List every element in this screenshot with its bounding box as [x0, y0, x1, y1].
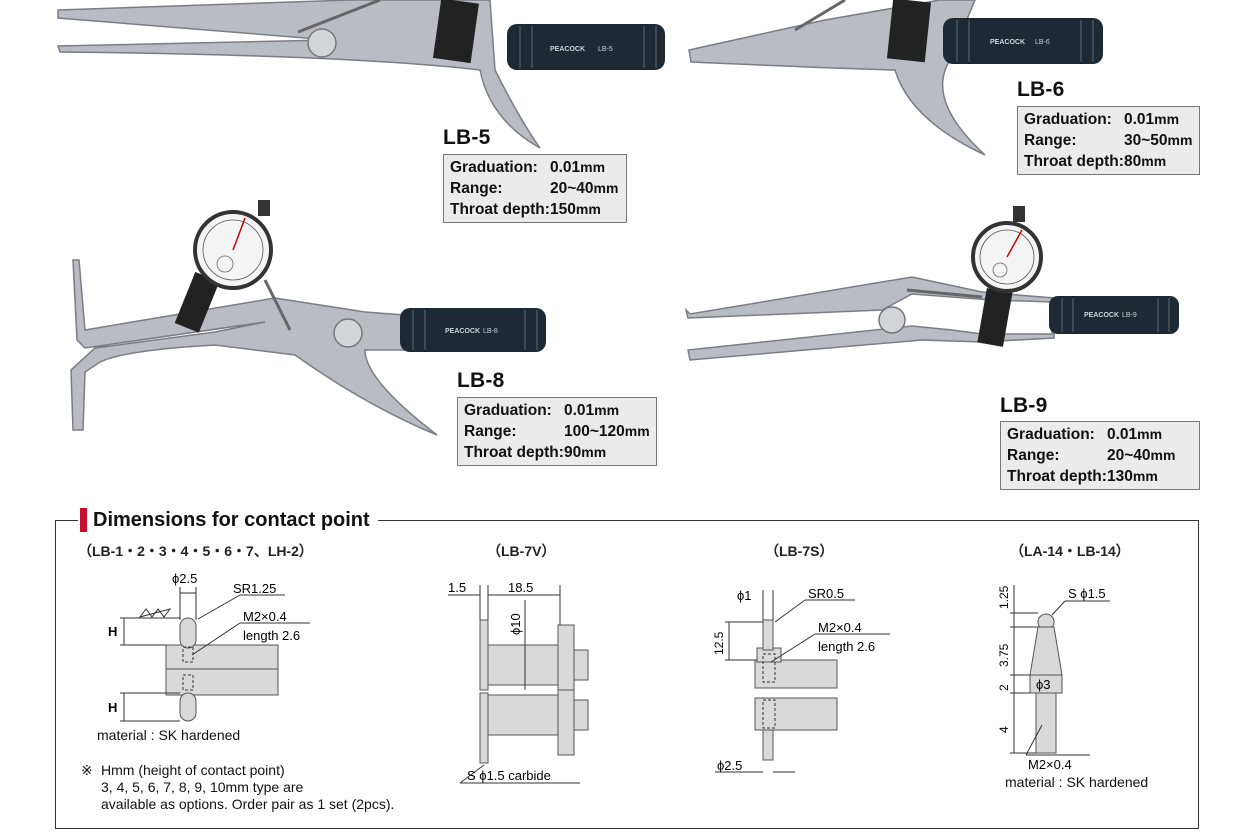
lb5-handle-brand: PEACOCK [550, 46, 585, 53]
group4-contact-diagram: 1.25 S ϕ1.5 3.75 2 ϕ3 4 M2×0.4 [997, 585, 1110, 772]
lb5-throat-value: 150 [550, 201, 576, 218]
lb9-range-value: 20~40 [1107, 447, 1151, 464]
lb5-gauge-illustration: PEACOCK LB-5 [56, 0, 665, 149]
lb6-graduation-value: 0.01 [1124, 111, 1155, 128]
group1-thread-label: M2×0.4 [243, 609, 287, 624]
lb5-range-value: 20~40 [550, 180, 594, 197]
group4-h4-label: 4 [997, 726, 1011, 733]
group4-s-label: S ϕ1.5 [1068, 586, 1106, 601]
lb9-throat-label: Throat depth: [1007, 468, 1107, 485]
lb9-range-label: Range: [1007, 447, 1060, 464]
dimensions-section-title: Dimensions for contact point [78, 507, 378, 533]
lb8-range-value: 100~120 [564, 423, 625, 440]
group2-b-label: 18.5 [508, 580, 533, 595]
lb6-handle-brand: PEACOCK [990, 39, 1025, 46]
group1-h-top-label: H [108, 624, 117, 639]
lb9-gauge-illustration: PEACOCK LB-9 [684, 206, 1179, 361]
lb6-range-value: 30~50 [1124, 132, 1168, 149]
group1-h-bottom-label: H [108, 700, 117, 715]
group3-dia2-label: ϕ2.5 [717, 758, 742, 773]
lb5-range-label: Range: [450, 180, 503, 197]
lb5-model-label: LB-5 [443, 126, 491, 149]
group2-tip-label: S ϕ1.5 carbide [467, 768, 551, 783]
lb5-range-unit: mm [593, 180, 619, 196]
lb6-throat-value: 80 [1124, 153, 1142, 170]
group1-sr-label: SR1.25 [233, 581, 276, 596]
group4-h1-label: 1.25 [997, 585, 1011, 609]
group4-h3-label: 2 [997, 684, 1011, 691]
group4-material: material : SK hardened [1005, 774, 1149, 790]
group1-material: material : SK hardened [97, 727, 241, 743]
group4-h2-label: 3.75 [997, 643, 1011, 667]
lb6-graduation-unit: mm [1154, 111, 1180, 127]
lb9-handle-model: LB-9 [1122, 312, 1137, 319]
group4-thread-label: M2×0.4 [1028, 757, 1072, 772]
lb5-graduation-label: Graduation: [450, 159, 538, 176]
lb8-model-label: LB-8 [457, 369, 505, 392]
group1-contact-diagram: ϕ2.5 SR1.25 M2×0.4 length 2.6 H H [108, 571, 310, 722]
group4-heading: （LA-14・LB-14） [1010, 543, 1130, 559]
lb8-range-unit: mm [624, 423, 650, 439]
lb8-throat-unit: mm [581, 444, 607, 460]
lb9-handle-brand: PEACOCK [1084, 312, 1119, 319]
lb6-model-label: LB-6 [1017, 78, 1065, 101]
section-accent-bar [80, 508, 87, 532]
lb9-throat-value: 130 [1107, 468, 1133, 485]
lb9-model-label: LB-9 [1000, 394, 1048, 417]
lb5-throat-label: Throat depth: [450, 201, 550, 218]
group1-heading: （LB-1・2・3・4・5・6・7、LH-2） [78, 543, 313, 559]
note-mark: ※ [81, 762, 93, 778]
lb9-throat-unit: mm [1132, 468, 1158, 484]
group3-thread-label: M2×0.4 [818, 620, 862, 635]
note-line-1: Hmm (height of contact point) [101, 762, 285, 778]
lb9-graduation-unit: mm [1137, 426, 1163, 442]
group3-h-label: 12.5 [712, 631, 726, 655]
lb8-graduation-unit: mm [594, 402, 620, 418]
group3-contact-diagram: ϕ1 SR0.5 M2×0.4 length 2.6 12.5 ϕ2.5 [712, 586, 890, 773]
lb6-range-label: Range: [1024, 132, 1077, 149]
lb6-gauge-illustration: PEACOCK LB-6 [688, 0, 1103, 156]
dimensions-section [55, 520, 1199, 829]
lb8-graduation-label: Graduation: [464, 402, 552, 419]
lb6-handle-model: LB-6 [1035, 39, 1050, 46]
dimensions-title-text: Dimensions for contact point [93, 508, 370, 531]
lb5-handle-model: LB-5 [598, 46, 613, 53]
lb9-graduation-value: 0.01 [1107, 426, 1138, 443]
group2-contact-diagram: 1.5 18.5 ϕ10 S ϕ1.5 carbide [448, 580, 589, 784]
group2-dia-label: ϕ10 [508, 613, 523, 635]
group2-heading: （LB-7V） [487, 543, 556, 559]
group1-length-label: length 2.6 [243, 628, 300, 643]
lb8-graduation-value: 0.01 [564, 402, 595, 419]
group3-length-label: length 2.6 [818, 639, 875, 654]
group3-sr-label: SR0.5 [808, 586, 844, 601]
note-line-3: available as options. Order pair as 1 se… [101, 796, 395, 812]
lb6-throat-label: Throat depth: [1024, 153, 1124, 170]
lb8-handle-model: LB-8 [483, 328, 498, 335]
lb6-graduation-label: Graduation: [1024, 111, 1112, 128]
group1-dia-label: ϕ2.5 [172, 571, 197, 586]
lb5-graduation-unit: mm [580, 159, 606, 175]
lb8-gauge-illustration: PEACOCK LB-8 [70, 200, 546, 436]
lb8-throat-label: Throat depth: [464, 444, 564, 461]
lb8-throat-value: 90 [564, 444, 582, 461]
lb6-throat-unit: mm [1141, 153, 1167, 169]
lb9-graduation-label: Graduation: [1007, 426, 1095, 443]
lb8-handle-brand: PEACOCK [445, 328, 480, 335]
lb5-graduation-value: 0.01 [550, 159, 581, 176]
lb5-throat-unit: mm [575, 201, 601, 217]
lb6-range-unit: mm [1167, 132, 1193, 148]
group4-dia-label: ϕ3 [1036, 677, 1051, 692]
lb9-range-unit: mm [1150, 447, 1176, 463]
note-line-2: 3, 4, 5, 6, 7, 8, 9, 10mm type are [101, 779, 304, 795]
group3-dia1-label: ϕ1 [737, 588, 752, 603]
group2-a-label: 1.5 [448, 580, 466, 595]
lb8-range-label: Range: [464, 423, 517, 440]
group3-heading: （LB-7S） [765, 543, 834, 559]
